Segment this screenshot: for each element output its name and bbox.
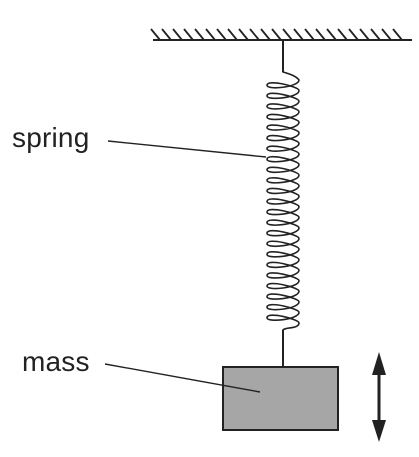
hatch-mark bbox=[282, 28, 293, 41]
hatch-mark bbox=[326, 28, 337, 41]
hatch-mark bbox=[381, 28, 392, 41]
hatch-mark bbox=[150, 28, 161, 41]
ceiling-hatching bbox=[150, 28, 403, 41]
mass-block bbox=[222, 366, 339, 431]
hatch-mark bbox=[161, 28, 172, 41]
spring-label: spring bbox=[12, 122, 90, 153]
hatch-mark bbox=[271, 28, 282, 41]
hatch-mark bbox=[216, 28, 227, 41]
hatch-mark bbox=[392, 28, 403, 41]
hatch-mark bbox=[337, 28, 348, 41]
hatch-mark bbox=[348, 28, 359, 41]
hatch-mark bbox=[183, 28, 194, 41]
hatch-mark bbox=[370, 28, 381, 41]
hatch-mark bbox=[293, 28, 304, 41]
hatch-mark bbox=[227, 28, 238, 41]
hatch-mark bbox=[260, 28, 271, 41]
hatch-mark bbox=[172, 28, 183, 41]
hatch-mark bbox=[249, 28, 260, 41]
spring-leader-line bbox=[107, 140, 267, 158]
hatch-mark bbox=[315, 28, 326, 41]
mass-leader-line bbox=[104, 363, 261, 393]
spring-coil bbox=[266, 71, 300, 331]
hatch-mark bbox=[238, 28, 249, 41]
hatch-mark bbox=[359, 28, 370, 41]
double-headed-arrow-icon bbox=[372, 352, 386, 442]
hatch-mark bbox=[205, 28, 216, 41]
hatch-mark bbox=[304, 28, 315, 41]
mass-label: mass bbox=[22, 346, 90, 377]
ceiling-support bbox=[150, 28, 412, 41]
hatch-mark bbox=[194, 28, 205, 41]
